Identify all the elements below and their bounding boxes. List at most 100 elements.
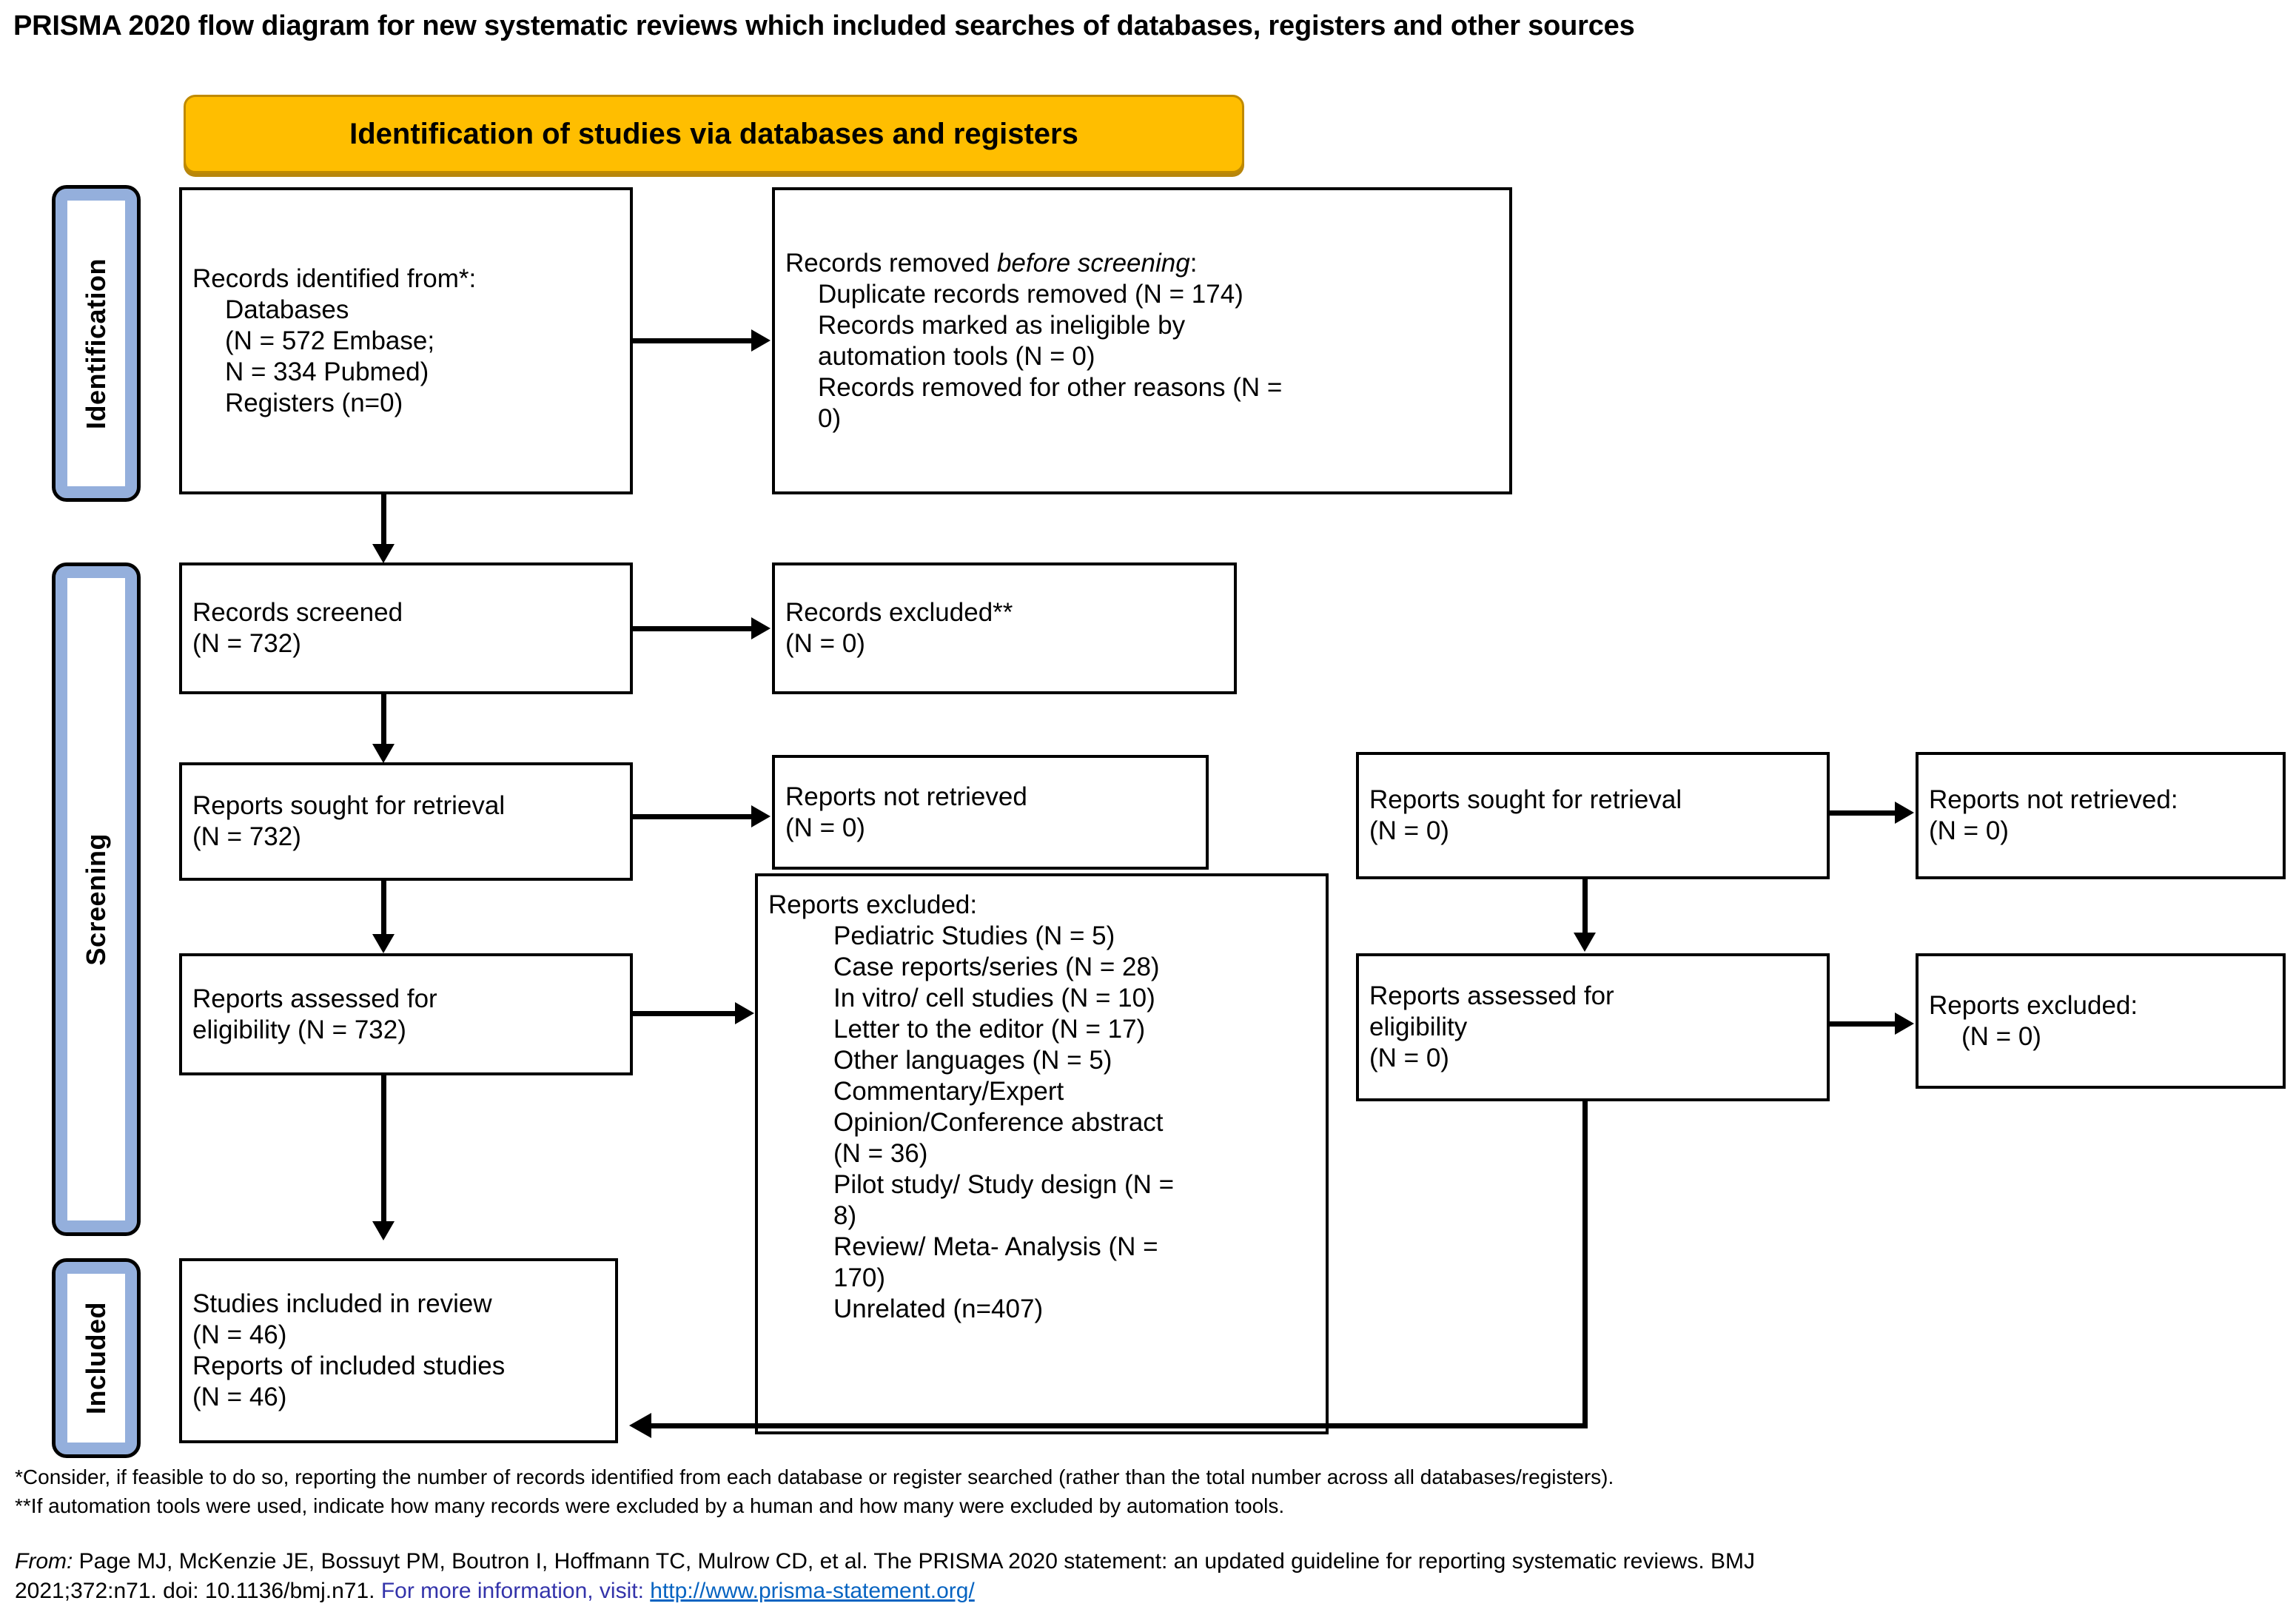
citation-from-label: From: (15, 1549, 73, 1574)
box-reports-assessed: Reports assessed for eligibility (N = 73… (179, 953, 633, 1075)
reports-excluded-item-9: Pilot study/ Study design (N = (833, 1170, 1175, 1199)
reports-excluded-item-2: Case reports/series (N = 28) (833, 953, 1160, 981)
records-removed-line-3: automation tools (N = 0) (818, 341, 1095, 371)
records-identified-line-2: Databases (225, 295, 349, 324)
citation-line-1: From: Page MJ, McKenzie JE, Bossuyt PM, … (15, 1547, 1755, 1576)
reports-excluded-item-7: Opinion/Conference abstract (833, 1108, 1164, 1137)
stage-label-identification-text: Identification (81, 258, 111, 429)
studies-included-line-1: Studies included in review (192, 1289, 492, 1318)
prisma-statement-link[interactable]: http://www.prisma-statement.org/ (650, 1579, 975, 1603)
reports-excluded-item-4: Letter to the editor (N = 17) (833, 1015, 1146, 1044)
other-reports-assessed-line-3: (N = 0) (1369, 1044, 1449, 1072)
arrowhead-assessed-to-included (372, 1221, 395, 1240)
records-identified-line-3: (N = 572 Embase; (225, 326, 435, 355)
records-removed-line-1: Duplicate records removed (N = 174) (818, 279, 1243, 309)
other-reports-sought-line-2: (N = 0) (1369, 816, 1449, 845)
connector-other-sought-to-assessed (1582, 879, 1588, 937)
other-reports-assessed-line-1: Reports assessed for (1369, 981, 1614, 1010)
arrowhead-screened-to-sought (372, 744, 395, 763)
box-records-screened: Records screened (N = 732) (179, 562, 633, 694)
box-records-identified: Records identified from*: Databases (N =… (179, 187, 633, 494)
connector-sought-to-assessed (381, 881, 386, 938)
footnote-doublestar: **If automation tools were used, indicat… (15, 1494, 1285, 1517)
citation-more-info-text: For more information, visit: (380, 1579, 651, 1603)
connector-other-assessed-down (1582, 1101, 1588, 1428)
citation-line-1-text: Page MJ, McKenzie JE, Bossuyt PM, Boutro… (73, 1549, 1756, 1574)
box-other-reports-sought: Reports sought for retrieval (N = 0) (1356, 752, 1830, 879)
records-removed-line-5: 0) (818, 403, 842, 433)
studies-included-line-2: (N = 46) (192, 1320, 287, 1349)
arrowhead-other-assessed-to-excluded (1895, 1012, 1914, 1035)
box-records-excluded: Records excluded** (N = 0) (772, 562, 1237, 694)
connector-other-assessed-to-excluded (1830, 1021, 1896, 1027)
box-other-reports-excluded: Reports excluded: (N = 0) (1916, 953, 2286, 1089)
other-reports-not-retrieved-line-2: (N = 0) (1929, 816, 2009, 845)
other-reports-not-retrieved-line-1: Reports not retrieved: (1929, 785, 2178, 814)
box-records-removed: Records removed before screening: Duplic… (772, 187, 1512, 494)
box-other-reports-not-retrieved: Reports not retrieved: (N = 0) (1916, 752, 2286, 879)
reports-excluded-item-11: Review/ Meta- Analysis (N = (833, 1232, 1158, 1261)
other-reports-excluded-line-1: Reports excluded: (1929, 990, 2138, 1020)
records-removed-line-2: Records marked as ineligible by (818, 310, 1186, 340)
reports-excluded-item-6: Commentary/Expert (833, 1077, 1064, 1106)
other-reports-sought-line-1: Reports sought for retrieval (1369, 785, 1682, 814)
reports-excluded-item-8: (N = 36) (833, 1139, 928, 1168)
connector-other-assessed-left (651, 1423, 1588, 1428)
citation-doi-text: 2021;372:n71. doi: 10.1136/bmj.n71. (15, 1579, 381, 1603)
records-identified-line-4: N = 334 Pubmed) (225, 357, 429, 386)
arrowhead-sought-to-not-retrieved (751, 805, 771, 827)
reports-excluded-item-5: Other languages (N = 5) (833, 1046, 1112, 1075)
stage-label-included-text: Included (81, 1301, 111, 1414)
arrowhead-sought-to-assessed (372, 934, 395, 953)
records-identified-line-1: Records identified from*: (192, 263, 477, 293)
reports-sought-line-2: (N = 732) (192, 822, 301, 851)
box-reports-sought: Reports sought for retrieval (N = 732) (179, 762, 633, 881)
arrowhead-assessed-to-excluded-list (735, 1002, 754, 1024)
reports-excluded-item-13: Unrelated (n=407) (833, 1294, 1044, 1323)
arrowhead-other-sought-to-not-retrieved (1895, 802, 1914, 824)
reports-sought-line-1: Reports sought for retrieval (192, 791, 506, 820)
page-title: PRISMA 2020 flow diagram for new systema… (13, 10, 1635, 41)
other-reports-excluded-line-2: (N = 0) (1961, 1021, 2041, 1051)
arrowhead-other-assessed-to-included (629, 1413, 651, 1438)
box-reports-not-retrieved: Reports not retrieved (N = 0) (772, 755, 1209, 870)
box-other-reports-assessed: Reports assessed for eligibility (N = 0) (1356, 953, 1830, 1101)
connector-assessed-to-included (381, 1075, 386, 1223)
arrowhead-identified-to-screened (372, 544, 395, 563)
reports-excluded-heading: Reports excluded: (768, 890, 978, 919)
connector-assessed-to-excluded-list (633, 1011, 736, 1016)
identification-banner-label: Identification of studies via databases … (349, 117, 1078, 150)
stage-label-screening: Screening (52, 562, 141, 1236)
reports-assessed-line-2: eligibility (N = 732) (192, 1015, 406, 1044)
other-reports-assessed-line-2: eligibility (1369, 1012, 1468, 1041)
connector-screened-to-excluded (633, 626, 753, 631)
connector-identified-to-screened (381, 494, 386, 546)
reports-excluded-item-1: Pediatric Studies (N = 5) (833, 921, 1115, 950)
arrowhead-screened-to-excluded (751, 617, 771, 639)
connector-other-sought-to-not-retrieved (1830, 810, 1896, 816)
reports-not-retrieved-line-1: Reports not retrieved (785, 782, 1027, 811)
records-screened-line-2: (N = 732) (192, 629, 301, 658)
records-screened-line-1: Records screened (192, 598, 403, 627)
arrowhead-identified-to-removed (751, 329, 771, 352)
reports-not-retrieved-line-2: (N = 0) (785, 813, 865, 842)
reports-excluded-item-3: In vitro/ cell studies (N = 10) (833, 984, 1155, 1012)
records-removed-heading: Records removed before screening: (785, 248, 1499, 279)
studies-included-line-4: (N = 46) (192, 1383, 287, 1411)
studies-included-line-3: Reports of included studies (192, 1351, 506, 1380)
connector-identified-to-removed (633, 338, 753, 343)
records-removed-heading-pre: Records removed (785, 248, 997, 278)
reports-excluded-item-10: 8) (833, 1201, 857, 1230)
connector-sought-to-not-retrieved (633, 814, 753, 819)
identification-banner: Identification of studies via databases … (184, 95, 1244, 173)
box-reports-excluded-list: Reports excluded: Pediatric Studies (N =… (755, 873, 1329, 1434)
records-excluded-line-2: (N = 0) (785, 629, 865, 658)
records-identified-line-5: Registers (n=0) (225, 388, 403, 417)
records-removed-heading-italic: before screening (996, 248, 1190, 278)
reports-assessed-line-1: Reports assessed for (192, 984, 437, 1013)
stage-label-identification: Identification (52, 185, 141, 502)
citation-line-2: 2021;372:n71. doi: 10.1136/bmj.n71. For … (15, 1576, 975, 1606)
reports-excluded-item-12: 170) (833, 1263, 886, 1292)
records-removed-heading-post: : (1189, 248, 1198, 278)
records-removed-line-4: Records removed for other reasons (N = (818, 372, 1283, 402)
